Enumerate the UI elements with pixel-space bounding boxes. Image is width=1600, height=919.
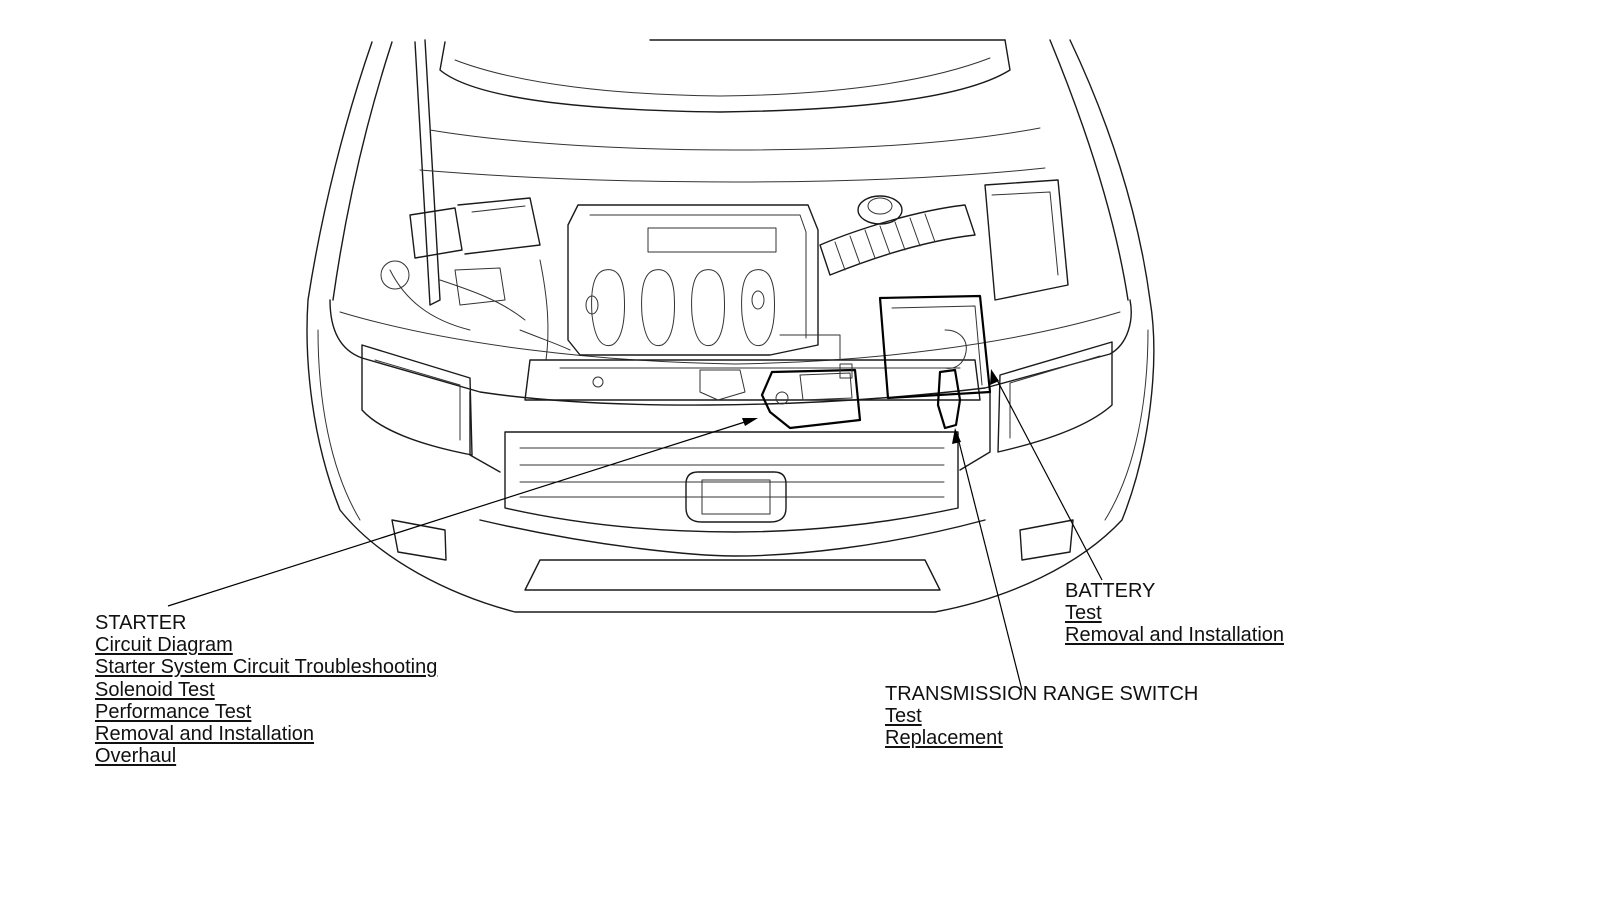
headlights <box>361 341 1113 456</box>
starter-heading: STARTER <box>95 612 187 634</box>
starter-performance-test-link[interactable]: Performance Test <box>95 700 252 723</box>
starter-part <box>760 363 862 430</box>
starter-removal-installation-link[interactable]: Removal and Installation <box>95 723 315 746</box>
battery-test-link[interactable]: Test <box>1065 602 1102 625</box>
battery-callout: BATTERY Test Removal and Installation <box>1065 580 1284 647</box>
battery-removal-installation-link[interactable]: Removal and Installation <box>1065 624 1285 647</box>
transmission-range-switch-part <box>936 368 962 430</box>
hood <box>414 39 1046 306</box>
grille <box>479 431 986 591</box>
transmission-range-switch-test-link[interactable]: Test <box>885 705 922 728</box>
leader-lines <box>167 369 1103 691</box>
starter-system-troubleshooting-link[interactable]: Starter System Circuit Troubleshooting <box>95 656 438 679</box>
battery-part <box>878 294 992 400</box>
starter-solenoid-test-link[interactable]: Solenoid Test <box>95 678 215 701</box>
vehicle-body <box>306 39 1155 613</box>
transmission-range-switch-replacement-link[interactable]: Replacement <box>885 727 1003 750</box>
engine-bay <box>380 179 1069 401</box>
starter-callout: STARTER Circuit Diagram Starter System C… <box>95 612 437 767</box>
transmission-range-switch-heading: TRANSMISSION RANGE SWITCH <box>885 683 1199 705</box>
fog-lights <box>391 519 1074 561</box>
transmission-range-switch-callout: TRANSMISSION RANGE SWITCH Test Replaceme… <box>885 683 1198 750</box>
battery-heading: BATTERY <box>1065 580 1156 602</box>
starter-circuit-diagram-link[interactable]: Circuit Diagram <box>95 634 233 657</box>
starter-overhaul-link[interactable]: Overhaul <box>95 745 177 768</box>
